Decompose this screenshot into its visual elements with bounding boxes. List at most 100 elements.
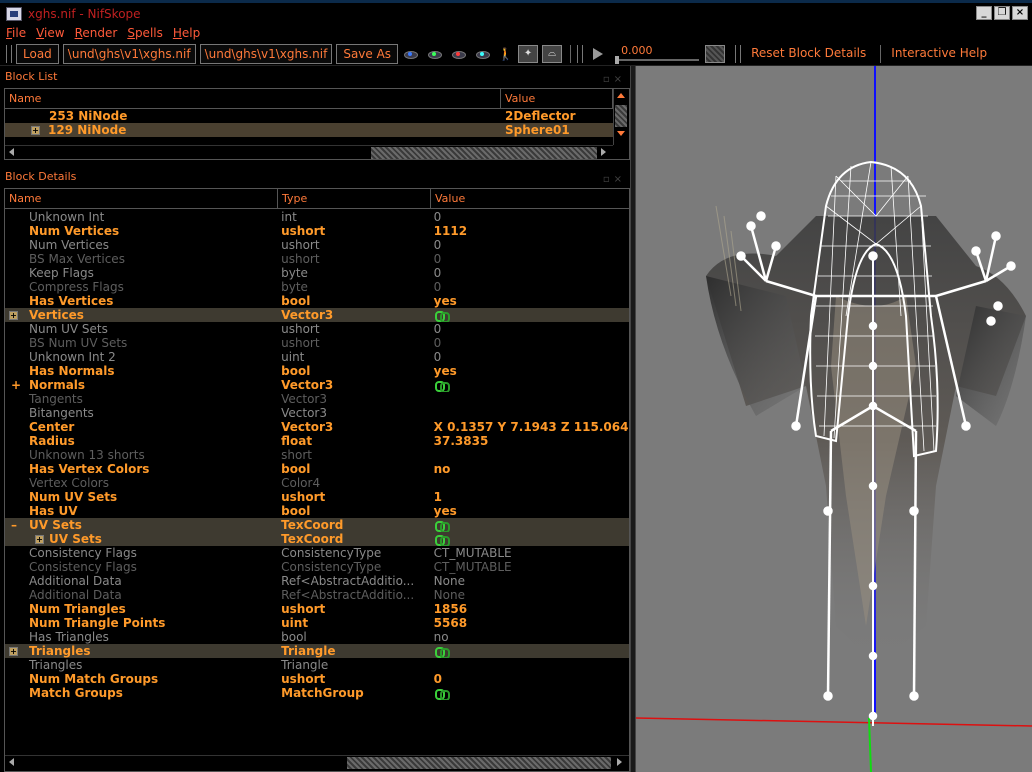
column-header-type[interactable]: Type (278, 189, 431, 208)
detail-value-cell[interactable]: CT_MUTABLE (430, 560, 629, 574)
detail-value-cell[interactable] (430, 658, 629, 672)
detail-value-cell[interactable] (430, 308, 629, 322)
detail-value-cell[interactable]: 1112 (430, 224, 629, 238)
block-list-hscroll[interactable] (5, 145, 613, 159)
scroll-right-arrow-icon[interactable] (617, 758, 622, 766)
close-button[interactable]: × (1012, 6, 1028, 20)
detail-value-cell[interactable]: 0 (430, 672, 629, 686)
play-icon[interactable] (593, 47, 604, 60)
detail-value-cell[interactable] (430, 406, 629, 420)
expand-icon[interactable]: + (35, 535, 44, 544)
toolbar-grip[interactable] (6, 44, 12, 63)
column-header-name[interactable]: Name (5, 189, 278, 208)
time-slider[interactable]: 0.000 (615, 44, 700, 64)
detail-value-cell[interactable]: yes (430, 364, 629, 378)
detail-value-cell[interactable] (430, 392, 629, 406)
detail-value-cell[interactable]: 0 (430, 238, 629, 252)
array-link-icon[interactable] (434, 534, 450, 546)
render-viewport[interactable] (636, 66, 1032, 772)
view-user-eye-icon[interactable] (474, 49, 491, 59)
detail-value-cell[interactable]: 0 (430, 210, 629, 224)
menu-spells[interactable]: Spells (127, 26, 163, 40)
detail-value-cell[interactable]: 0 (430, 252, 629, 266)
detail-value-cell[interactable]: None (430, 574, 629, 588)
array-link-icon[interactable] (434, 646, 450, 658)
detail-value-cell[interactable]: no (430, 462, 629, 476)
detail-value-cell[interactable]: None (430, 588, 629, 602)
dock-controls[interactable]: ▫× (602, 74, 626, 85)
detail-value-cell[interactable]: 0 (430, 336, 629, 350)
detail-value-cell[interactable]: 0 (430, 322, 629, 336)
column-header-value[interactable]: Value (435, 192, 466, 205)
block-list-vscroll[interactable] (613, 89, 629, 145)
detail-value-cell[interactable] (430, 518, 629, 532)
detail-value-cell[interactable] (430, 378, 629, 392)
collapse-icon[interactable]: – (11, 518, 17, 532)
panel-splitter[interactable] (630, 66, 636, 772)
detail-value-cell[interactable]: 1 (430, 490, 629, 504)
detail-value-cell[interactable] (430, 532, 629, 546)
restore-button[interactable]: ❐ (994, 6, 1010, 20)
scroll-left-arrow-icon[interactable] (9, 148, 14, 156)
detail-value-cell[interactable] (430, 644, 629, 658)
view-side-eye-icon[interactable] (450, 49, 467, 59)
dock-controls-2[interactable]: ▫× (602, 174, 626, 185)
hscroll-thumb[interactable] (371, 147, 597, 159)
column-header-value[interactable]: Value (501, 89, 613, 108)
detail-value-cell[interactable]: 1856 (430, 602, 629, 616)
detail-value-cell[interactable]: 5568 (430, 616, 629, 630)
array-link-icon[interactable] (434, 310, 450, 322)
detail-value-cell[interactable]: X 0.1357 Y 7.1943 Z 115.0643 (430, 420, 629, 434)
scroll-right-arrow-icon[interactable] (601, 148, 606, 156)
detail-value-cell[interactable]: yes (430, 504, 629, 518)
vscroll-thumb[interactable] (615, 105, 627, 127)
toolbar-grip-2[interactable] (577, 44, 584, 63)
detail-value-cell[interactable] (430, 476, 629, 490)
hscroll-thumb[interactable] (347, 757, 611, 769)
menu-help[interactable]: Help (173, 26, 200, 40)
array-link-icon[interactable] (434, 380, 450, 392)
expand-icon[interactable]: + (11, 378, 22, 392)
detail-value-cell[interactable] (430, 448, 629, 462)
menu-render[interactable]: Render (75, 26, 118, 40)
reset-block-details-button[interactable]: Reset Block Details (751, 45, 867, 60)
view-top-eye-icon[interactable] (402, 49, 419, 59)
detail-value-cell[interactable]: yes (430, 294, 629, 308)
save-path-field[interactable]: \und\ghs\v1\xghs.nif (199, 43, 333, 64)
detail-value-cell[interactable]: 0 (430, 266, 629, 280)
minimize-button[interactable]: _ (976, 6, 992, 20)
detail-value-cell[interactable] (430, 686, 629, 700)
scroll-down-arrow-icon[interactable] (617, 131, 625, 136)
perspective-toggle-button[interactable]: ✦ (518, 44, 539, 63)
array-link-icon[interactable] (434, 688, 450, 700)
view-front-eye-icon[interactable] (426, 49, 443, 59)
column-header-name[interactable]: Name (5, 89, 501, 108)
detail-value-cell[interactable]: 0 (430, 280, 629, 294)
